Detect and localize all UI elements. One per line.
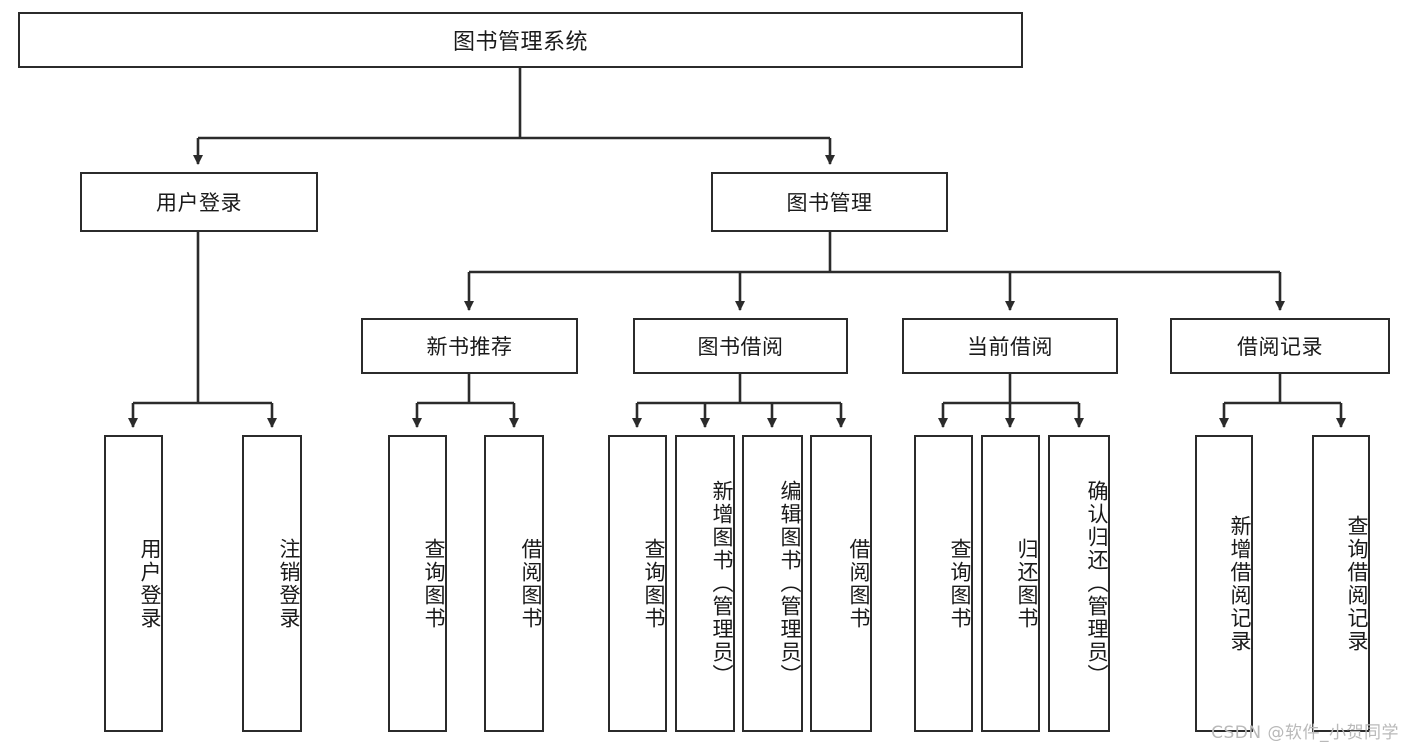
- node-leaf-borrow-book-2[interactable]: 借阅图书: [810, 435, 872, 732]
- node-leaf-query-book-1[interactable]: 查询图书: [388, 435, 447, 732]
- node-leaf-query-record[interactable]: 查询借阅记录: [1312, 435, 1370, 732]
- node-new-book-recommend-label: 新书推荐: [426, 335, 513, 359]
- node-leaf-borrow-book-1[interactable]: 借阅图书: [484, 435, 544, 732]
- node-leaf-confirm-return-label: 确认归还（管理员）: [1085, 480, 1109, 687]
- node-borrow-record-label: 借阅记录: [1237, 335, 1323, 359]
- node-leaf-logout-label: 注销登录: [277, 537, 301, 630]
- node-leaf-query-book-3[interactable]: 查询图书: [914, 435, 973, 732]
- node-leaf-edit-book[interactable]: 编辑图书（管理员）: [742, 435, 803, 732]
- node-leaf-add-book-label: 新增图书（管理员）: [710, 480, 734, 687]
- node-leaf-return-book[interactable]: 归还图书: [981, 435, 1040, 732]
- node-root[interactable]: 图书管理系统: [18, 12, 1023, 68]
- node-book-manage-label: 图书管理: [786, 191, 873, 215]
- node-leaf-borrow-book-2-label: 借阅图书: [847, 537, 871, 630]
- node-leaf-return-book-label: 归还图书: [1015, 537, 1039, 630]
- node-leaf-add-book[interactable]: 新增图书（管理员）: [675, 435, 735, 732]
- csdn-watermark: CSDN @软件_小贺同学: [1211, 723, 1399, 743]
- node-leaf-query-book-2[interactable]: 查询图书: [608, 435, 667, 732]
- node-root-label: 图书管理系统: [452, 30, 588, 55]
- node-borrow-record[interactable]: 借阅记录: [1170, 318, 1390, 374]
- node-leaf-add-record-label: 新增借阅记录: [1228, 514, 1252, 653]
- node-leaf-query-record-label: 查询借阅记录: [1345, 514, 1369, 653]
- node-current-borrow-label: 当前借阅: [967, 335, 1053, 359]
- node-book-borrow-label: 图书借阅: [697, 335, 784, 359]
- node-leaf-logout[interactable]: 注销登录: [242, 435, 302, 732]
- node-leaf-edit-book-label: 编辑图书（管理员）: [778, 480, 802, 687]
- node-current-borrow[interactable]: 当前借阅: [902, 318, 1118, 374]
- node-new-book-recommend[interactable]: 新书推荐: [361, 318, 578, 374]
- node-leaf-user-login[interactable]: 用户登录: [104, 435, 163, 732]
- node-user-login-label: 用户登录: [156, 191, 242, 215]
- node-leaf-query-book-2-label: 查询图书: [642, 537, 666, 630]
- node-leaf-confirm-return[interactable]: 确认归还（管理员）: [1048, 435, 1110, 732]
- node-leaf-borrow-book-1-label: 借阅图书: [519, 537, 543, 630]
- node-leaf-add-record[interactable]: 新增借阅记录: [1195, 435, 1253, 732]
- node-user-login[interactable]: 用户登录: [80, 172, 318, 232]
- node-book-borrow[interactable]: 图书借阅: [633, 318, 848, 374]
- node-leaf-query-book-3-label: 查询图书: [948, 537, 972, 630]
- node-leaf-query-book-1-label: 查询图书: [422, 537, 446, 630]
- node-leaf-user-login-label: 用户登录: [138, 537, 162, 630]
- node-book-manage[interactable]: 图书管理: [711, 172, 948, 232]
